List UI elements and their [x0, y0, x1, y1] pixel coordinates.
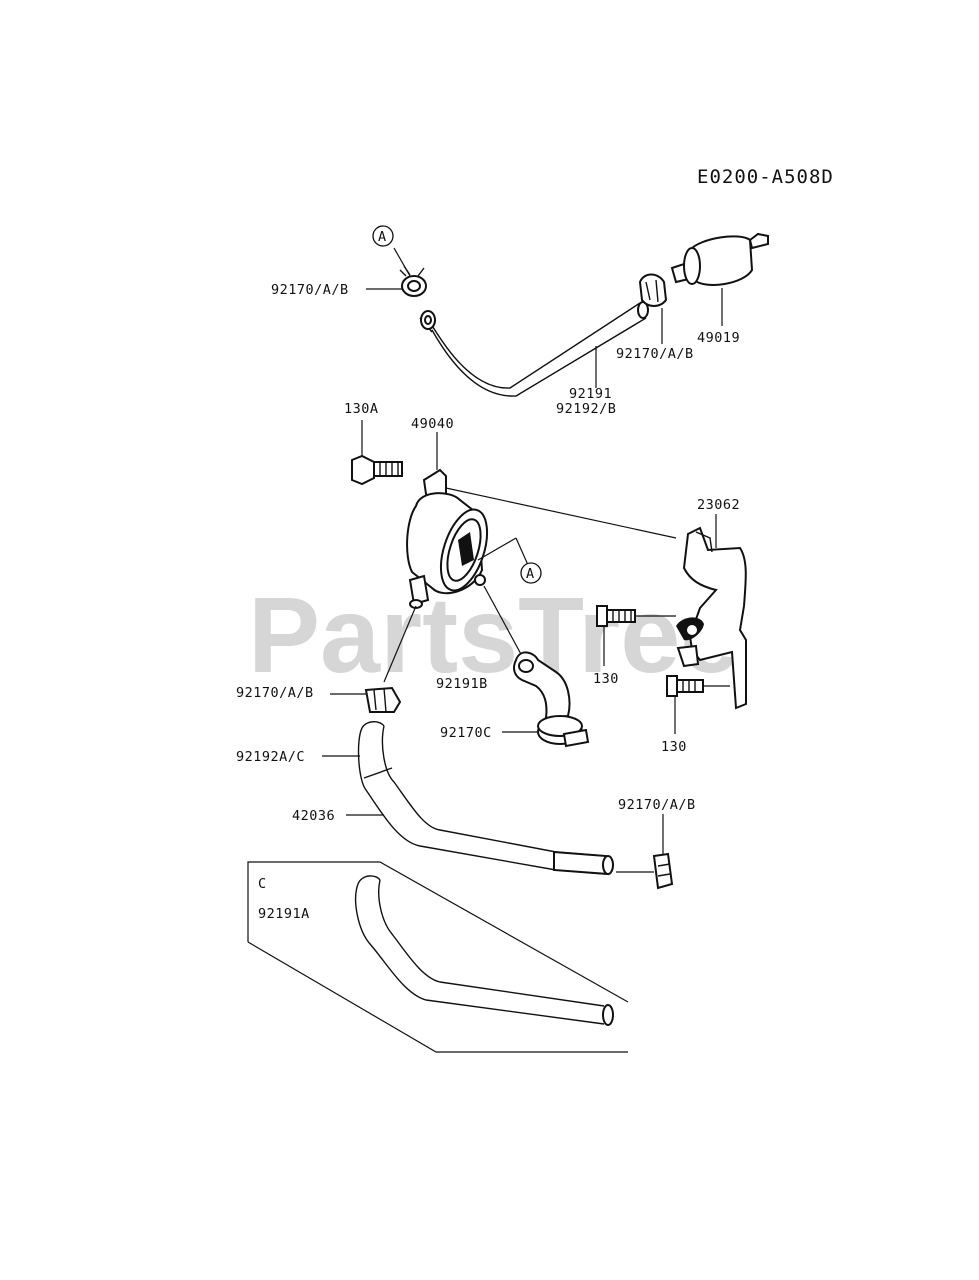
callout-a-pump-letter: A — [526, 566, 535, 582]
mounting-bracket — [676, 514, 747, 710]
inset-panel-c — [247, 861, 629, 1053]
bolt-130-upper — [596, 605, 676, 666]
hose-clamp-hose-end — [616, 814, 674, 890]
label-clamp-pump-outlet: 92170/A/B — [236, 685, 314, 701]
inset-letter: C — [258, 876, 267, 892]
label-inset-hose: 92191A — [258, 906, 310, 922]
hose-clamp-top-left — [366, 247, 427, 297]
label-bracket: 23062 — [697, 497, 740, 513]
hose-clamp-92170c — [502, 715, 590, 748]
label-bolt-130-lower: 130 — [661, 739, 687, 755]
callout-a-top: A — [372, 225, 394, 247]
callout-a-pump: A — [520, 562, 542, 584]
label-clamp-top-left: 92170/A/B — [271, 282, 349, 298]
diagram-code: E0200-A508D — [697, 166, 834, 188]
label-fuel-filter: 49019 — [697, 330, 740, 346]
hose-clamp-top-right — [638, 273, 668, 344]
bolt-130-lower — [666, 675, 730, 734]
label-hose-pump-side: 92191B — [436, 676, 488, 692]
label-clamp-c: 92170C — [440, 725, 492, 741]
elbow-hose — [513, 651, 571, 720]
label-hose-92192ac: 92192A/C — [236, 749, 305, 765]
label-hose-top-2: 92192/B — [556, 401, 616, 417]
inset-hose-92191a — [355, 875, 614, 1026]
bolt-130a — [351, 420, 403, 486]
watermark-text: PartsTree — [248, 574, 740, 695]
fuel-hose-top — [419, 301, 649, 397]
fuel-filter — [670, 232, 769, 326]
label-clamp-top-right: 92170/A/B — [616, 346, 694, 362]
label-hose-top-1: 92191 — [569, 386, 612, 402]
label-hose-42036: 42036 — [292, 808, 335, 824]
label-bolt-130a: 130A — [344, 401, 379, 417]
callout-a-top-letter: A — [378, 229, 387, 245]
fuel-pump — [383, 432, 677, 683]
label-clamp-hose-end: 92170/A/B — [618, 797, 696, 813]
hose-clamp-pump-outlet — [330, 686, 402, 713]
label-bolt-130-upper: 130 — [593, 671, 619, 687]
fuel-hose-main — [322, 721, 614, 876]
label-pump: 49040 — [411, 416, 454, 432]
